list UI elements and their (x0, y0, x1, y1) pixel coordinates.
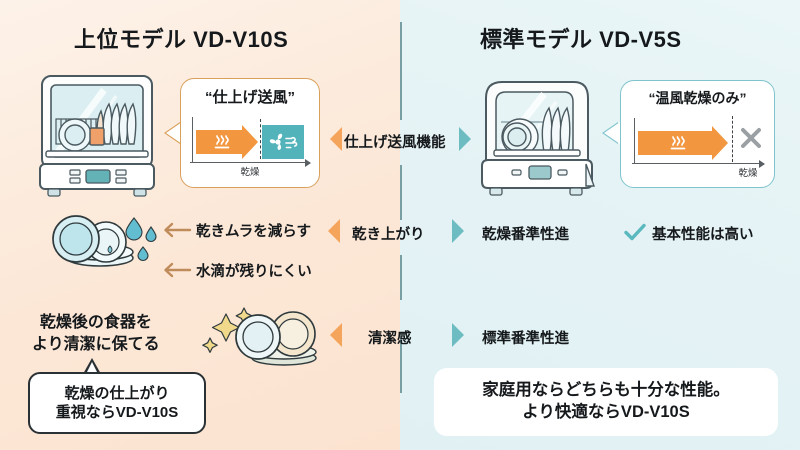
center-divider (400, 0, 402, 450)
callout-warm-air-only: “温風乾燥のみ” (620, 80, 775, 188)
x-axis (631, 162, 764, 164)
page-title-right: 標準モデル VD-V5S (480, 27, 682, 52)
callout-right-caption: “温風乾燥のみ” (648, 90, 747, 106)
callout-left-pointer (166, 122, 182, 144)
center-label-row3: 清潔感 (368, 331, 412, 347)
right-row-text-1: 乾燥番準性進 (482, 227, 569, 243)
summary-panel: 家庭用ならどちらも十分な性能。 より快適ならVD-V10S (434, 368, 778, 436)
heat-waves-icon (668, 133, 688, 157)
page-title-left: 上位モデル VD-V10S (74, 27, 289, 52)
drying-graph-left: 乾燥 (190, 111, 311, 178)
heat-waves-icon (212, 132, 232, 156)
dishwasher-standard-illustration (474, 72, 600, 205)
x-axis-arrow-icon (305, 158, 311, 167)
summary-panel-text: 家庭用ならどちらも十分な性能。 より快適ならVD-V10S (482, 381, 730, 421)
check-icon (624, 222, 646, 247)
y-axis (633, 118, 635, 164)
cross-x-icon (739, 126, 763, 154)
arrow-left-benefit1-icon (162, 222, 192, 243)
chevron-left-row3-icon (330, 323, 342, 347)
phase-divider-dashed (260, 119, 261, 159)
callout-right-pointer (604, 122, 620, 144)
recommendation-bubble-text: 乾燥の仕上がり 重視ならVD-V10S (55, 384, 179, 422)
callout-left-caption: “仕上げ送風” (204, 89, 295, 106)
finishing-fan-block (262, 125, 304, 159)
x-axis (190, 161, 310, 163)
phase-divider-dashed (731, 116, 733, 162)
recommendation-bubble: 乾燥の仕上がり 重視ならVD-V10S (28, 372, 206, 434)
left-statement: 乾燥後の食器を より清潔に保てる (32, 314, 160, 353)
graph-axis-label-left: 乾燥 (240, 167, 260, 178)
chevron-left-row1-icon (330, 127, 342, 151)
right-row-text-2: 標準番準性進 (482, 331, 569, 347)
dishes-sparkling-illustration (196, 306, 326, 377)
callout-finishing-airflow: “仕上げ送風” (180, 78, 320, 188)
center-label-row1: 仕上げ送風機能 (344, 135, 446, 151)
fan-wind-icon (269, 133, 298, 150)
chevron-right-row1-icon (459, 127, 471, 151)
arrow-left-benefit2-icon (162, 262, 192, 283)
drying-graph-right: 乾燥 (631, 112, 765, 179)
y-axis (192, 117, 194, 163)
warm-air-arrow (196, 125, 258, 159)
check-item-text: 基本性能は高い (652, 227, 754, 243)
graph-axis-label-right: 乾燥 (738, 168, 758, 179)
benefit-text-2: 水滴が残りにくい (196, 264, 312, 280)
chevron-right-row2-icon (452, 219, 464, 243)
dishwasher-premium-illustration (34, 72, 160, 205)
center-label-row2: 乾き上がり (352, 227, 425, 243)
chevron-left-row2-icon (328, 219, 340, 243)
dishes-with-water-drops-illustration (48, 212, 160, 287)
chevron-right-row3-icon (452, 323, 464, 347)
benefit-text-1: 乾きムラを減らす (196, 224, 311, 240)
x-axis-arrow-icon (758, 159, 765, 168)
warm-air-arrow (637, 126, 730, 160)
